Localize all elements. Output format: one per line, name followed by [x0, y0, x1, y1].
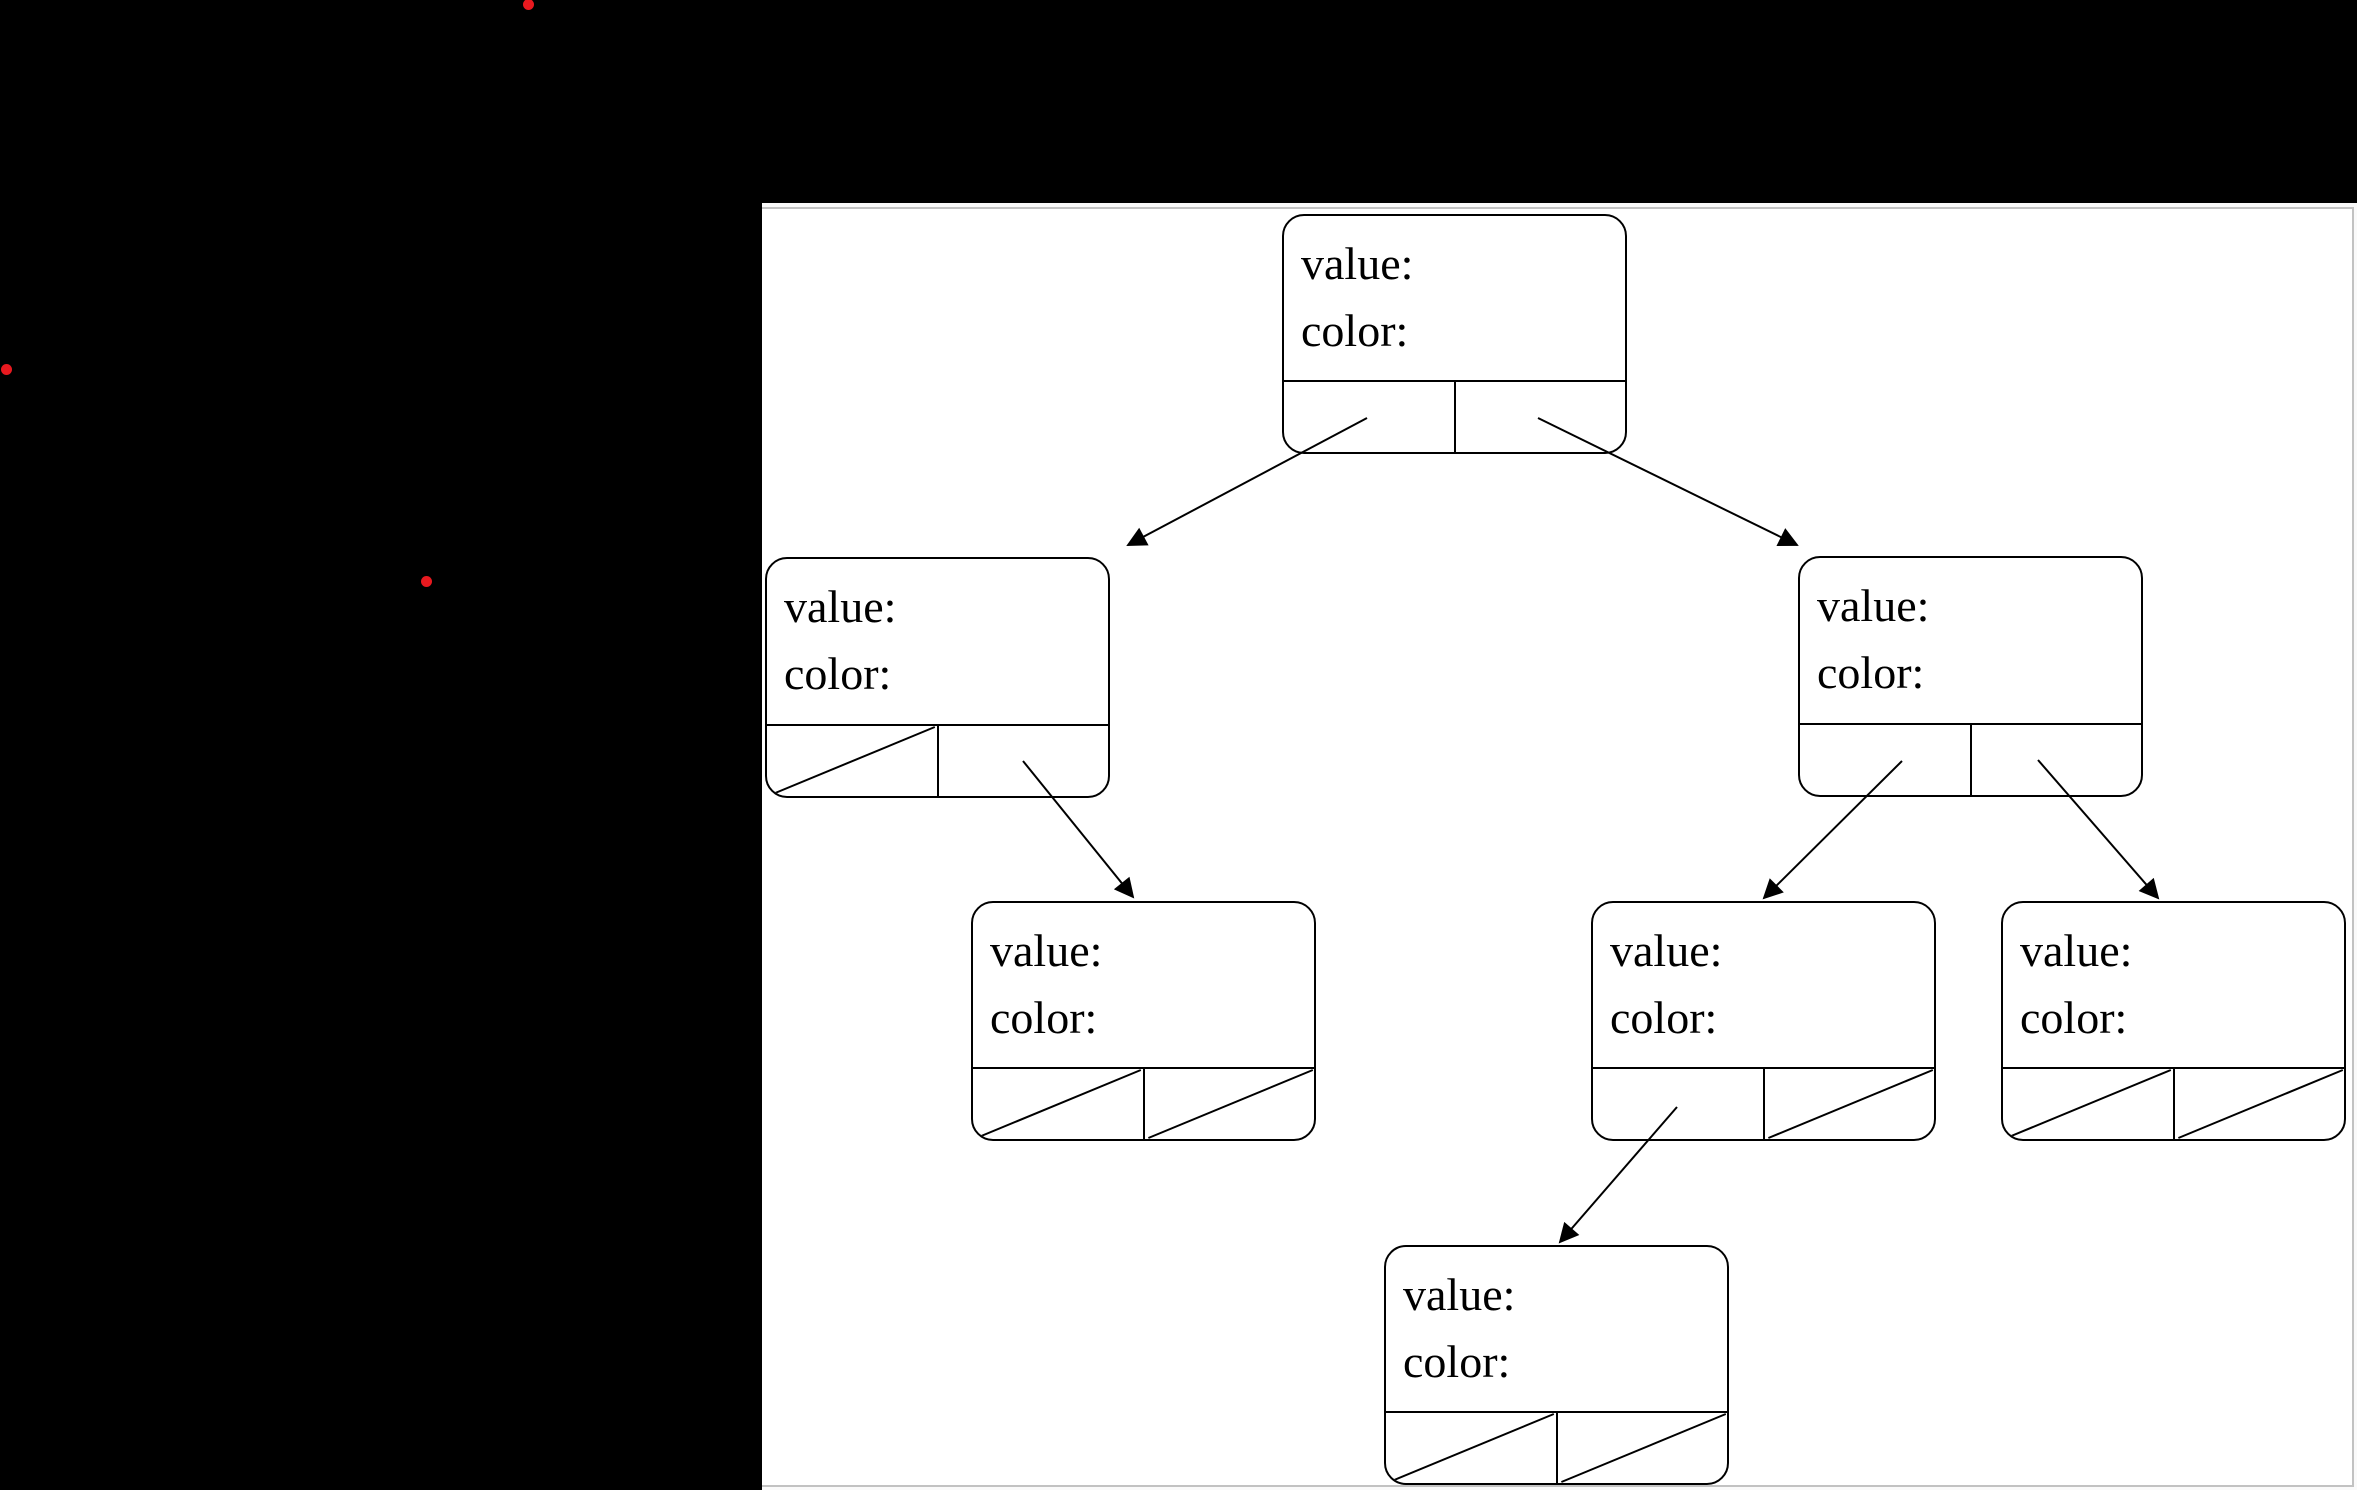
tree-node-left-child: value: color: [765, 557, 1110, 798]
left-pointer-cell [1593, 1069, 1765, 1139]
value-field-label: value: [1817, 580, 1930, 631]
right-pointer-cell-null [2175, 1069, 2345, 1139]
left-pointer-cell-null [1386, 1413, 1558, 1483]
color-field-label: color: [1610, 992, 1718, 1043]
right-pointer-cell [939, 726, 1109, 796]
tree-node-middle-grandchild: value: color: [1591, 901, 1936, 1141]
null-pointer-diagonal [1145, 1069, 1315, 1139]
tree-node-root: value: color: [1282, 214, 1627, 454]
pointer-row [973, 1067, 1314, 1139]
null-pointer-diagonal [1558, 1413, 1728, 1483]
null-pointer-diagonal [1765, 1069, 1935, 1139]
tree-node-bottom: value: color: [1384, 1245, 1729, 1485]
tree-node-right-child: value: color: [1798, 556, 2143, 797]
null-pointer-diagonal [2003, 1069, 2173, 1139]
value-field-label: value: [990, 925, 1103, 976]
right-pointer-cell [1972, 725, 2142, 795]
value-field-label: value: [1610, 925, 1723, 976]
red-annotation-dot [421, 576, 432, 587]
value-field-label: value: [2020, 925, 2133, 976]
value-field-label: value: [784, 581, 897, 632]
pointer-row [1386, 1411, 1727, 1483]
red-annotation-dot [1, 364, 12, 375]
node-fields: value: color: [1593, 903, 1934, 1067]
left-pointer-cell-null [2003, 1069, 2175, 1139]
tree-node-left-grandchild: value: color: [971, 901, 1316, 1141]
pointer-row [1284, 380, 1625, 452]
color-field-label: color: [1817, 647, 1925, 698]
node-fields: value: color: [767, 559, 1108, 724]
tree-node-right-grandchild: value: color: [2001, 901, 2346, 1141]
null-pointer-diagonal [973, 1069, 1143, 1139]
color-field-label: color: [784, 648, 892, 699]
left-pointer-cell-null [767, 726, 939, 796]
node-fields: value: color: [1386, 1247, 1727, 1411]
color-field-label: color: [990, 992, 1098, 1043]
null-pointer-diagonal [1386, 1413, 1556, 1483]
node-fields: value: color: [1800, 558, 2141, 723]
pointer-row [767, 724, 1108, 796]
color-field-label: color: [1301, 305, 1409, 356]
color-field-label: color: [2020, 992, 2128, 1043]
node-fields: value: color: [1284, 216, 1625, 380]
null-pointer-diagonal [767, 726, 937, 796]
color-field-label: color: [1403, 1336, 1511, 1387]
node-fields: value: color: [973, 903, 1314, 1067]
right-pointer-cell-null [1145, 1069, 1315, 1139]
right-pointer-cell [1456, 382, 1626, 452]
red-annotation-dot [523, 0, 534, 10]
right-pointer-cell-null [1558, 1413, 1728, 1483]
pointer-row [1800, 723, 2141, 795]
pointer-row [1593, 1067, 1934, 1139]
node-fields: value: color: [2003, 903, 2344, 1067]
value-field-label: value: [1301, 238, 1414, 289]
value-field-label: value: [1403, 1269, 1516, 1320]
null-pointer-diagonal [2175, 1069, 2345, 1139]
left-pointer-cell [1800, 725, 1972, 795]
left-pointer-cell [1284, 382, 1456, 452]
pointer-row [2003, 1067, 2344, 1139]
right-pointer-cell-null [1765, 1069, 1935, 1139]
left-pointer-cell-null [973, 1069, 1145, 1139]
